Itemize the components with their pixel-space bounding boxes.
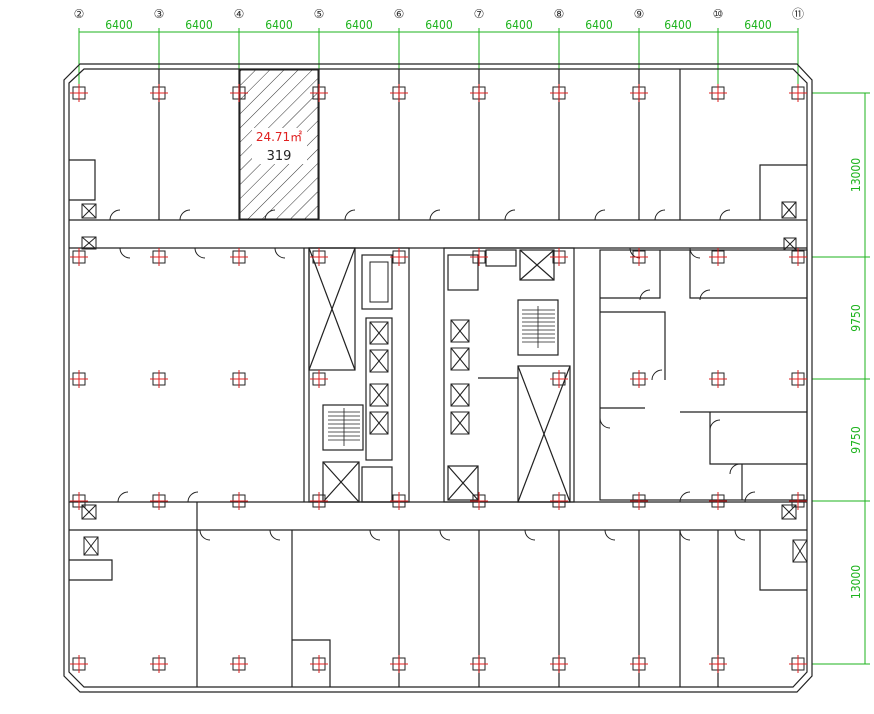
column-mark (310, 248, 328, 266)
column-mark (630, 248, 648, 266)
dimension-value: 6400 (505, 18, 533, 32)
column-mark (230, 248, 248, 266)
column-mark (789, 492, 807, 510)
column-mark (150, 492, 168, 510)
column-mark (230, 370, 248, 388)
highlighted-unit[interactable]: 24.71㎡ 319 (239, 69, 319, 220)
dimension-value: 9750 (849, 304, 863, 332)
column-mark (630, 655, 648, 673)
core-left (308, 247, 410, 503)
side-shafts (81, 201, 808, 563)
axis-label: ⑧ (554, 7, 565, 21)
column-mark (390, 655, 408, 673)
dimension-value: 6400 (585, 18, 613, 32)
axis-label: ⑩ (713, 7, 724, 21)
column-mark (470, 492, 488, 510)
axis-label: ③ (154, 7, 165, 21)
column-mark (230, 84, 248, 102)
axis-labels: ② ③ ④ ⑤ ⑥ ⑦ ⑧ ⑨ ⑩ ⑪ (74, 7, 804, 21)
column-mark (789, 655, 807, 673)
dimension-value: 6400 (425, 18, 453, 32)
column-mark (470, 248, 488, 266)
horizontal-dimension-chain (78, 28, 799, 90)
column-mark (70, 655, 88, 673)
column-mark (630, 84, 648, 102)
dimension-value: 6400 (265, 18, 293, 32)
column-mark (70, 84, 88, 102)
dimension-value: 6400 (345, 18, 373, 32)
axis-label: ⑥ (394, 7, 405, 21)
column-mark (70, 492, 88, 510)
column-mark (310, 655, 328, 673)
elevator-cabins-right (450, 319, 470, 435)
column-mark (630, 370, 648, 388)
unit-area: 24.71㎡ (256, 130, 302, 144)
corridor-walls (69, 219, 807, 531)
column-mark (789, 84, 807, 102)
stair-left (328, 408, 360, 446)
column-mark (310, 492, 328, 510)
vertical-dimension-values: 13000 9750 9750 13000 (849, 158, 863, 599)
column-mark (550, 370, 568, 388)
column-mark (470, 655, 488, 673)
column-mark (230, 492, 248, 510)
axis-label: ⑦ (474, 7, 485, 21)
column-mark (709, 84, 727, 102)
axis-label: ④ (234, 7, 245, 21)
vertical-dimension-chain (812, 92, 870, 665)
column-mark (709, 492, 727, 510)
elevator-cabins-left (369, 261, 389, 435)
horizontal-dimension-values: 6400 6400 6400 6400 6400 6400 6400 6400 … (105, 18, 772, 32)
column-mark (150, 84, 168, 102)
dimension-value: 6400 (744, 18, 772, 32)
core-right (443, 247, 575, 503)
column-mark (550, 655, 568, 673)
dimension-value: 6400 (105, 18, 133, 32)
building-outline (63, 63, 813, 693)
column-mark (709, 655, 727, 673)
axis-label: ② (74, 7, 85, 21)
column-mark (550, 84, 568, 102)
axis-label: ⑪ (792, 7, 804, 21)
column-mark (789, 370, 807, 388)
column-mark (70, 370, 88, 388)
dimension-value: 9750 (849, 426, 863, 454)
right-office-block (599, 249, 808, 501)
column-mark (630, 492, 648, 510)
dimension-value: 13000 (849, 565, 863, 599)
column-mark (150, 248, 168, 266)
axis-label: ⑤ (314, 7, 325, 21)
dimension-value: 6400 (664, 18, 692, 32)
column-mark (230, 655, 248, 673)
column-mark (470, 84, 488, 102)
door-swings (109, 209, 756, 541)
top-office-partitions (69, 69, 807, 220)
unit-room-number: 319 (267, 149, 292, 164)
column-mark (150, 370, 168, 388)
dimension-value: 6400 (185, 18, 213, 32)
column-mark (709, 370, 727, 388)
column-marks (70, 84, 807, 673)
column-mark (709, 248, 727, 266)
column-mark (150, 655, 168, 673)
column-mark (310, 370, 328, 388)
column-mark (70, 248, 88, 266)
column-mark (550, 248, 568, 266)
column-mark (390, 248, 408, 266)
dimension-value: 13000 (849, 158, 863, 192)
axis-label: ⑨ (634, 7, 645, 21)
column-mark (390, 84, 408, 102)
column-mark (310, 84, 328, 102)
column-mark (789, 248, 807, 266)
column-mark (390, 492, 408, 510)
column-mark (550, 492, 568, 510)
stair-right (522, 306, 555, 348)
